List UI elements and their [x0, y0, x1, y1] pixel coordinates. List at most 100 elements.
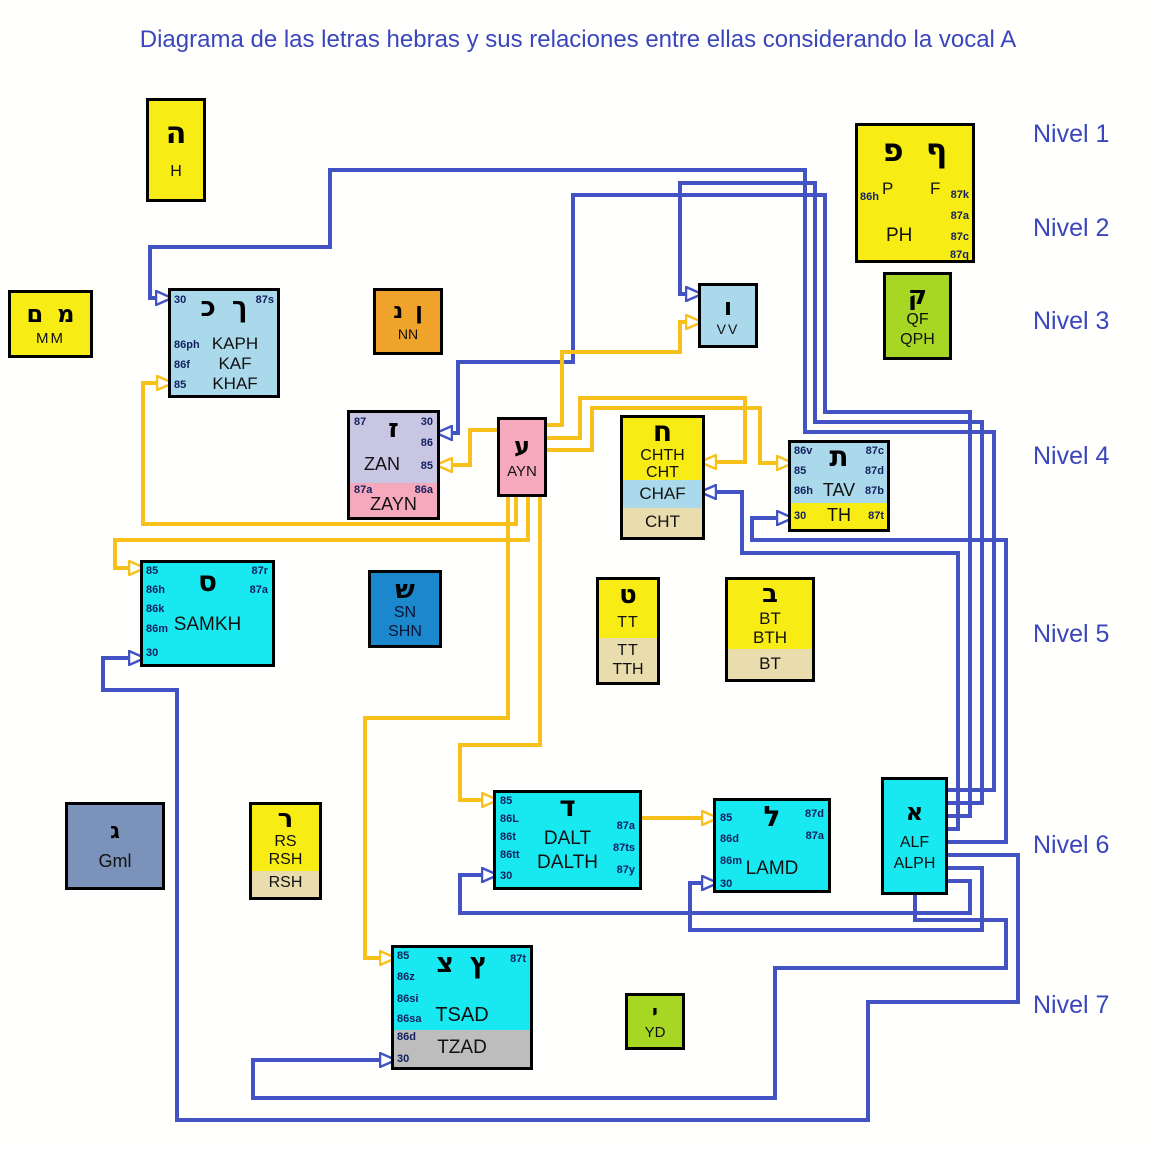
- dalt-tag-85: 85: [500, 795, 513, 807]
- blue-connector-chaf: [712, 492, 960, 831]
- box-nn: נ ן NN: [373, 288, 443, 355]
- level-label-1: Nivel 1: [1033, 120, 1110, 148]
- zan-tag-86: 86: [420, 437, 433, 449]
- hebrew-letter-pe-final: ף: [925, 131, 948, 169]
- samkh-tag-87r: 87r: [251, 565, 268, 577]
- box-nn-label: NN: [397, 326, 419, 342]
- box-tt: ט TT TT TTH: [596, 577, 660, 685]
- tsad-tag-86sa: 86sa: [397, 1013, 422, 1025]
- hebrew-letter-kaf: כ: [200, 292, 216, 323]
- box-bt: ב BT BTH BT: [725, 577, 815, 682]
- yellow-connector-samkh: [113, 497, 530, 568]
- bth-label: BTH: [753, 628, 787, 647]
- ph-p-label: P: [882, 179, 894, 198]
- box-h-label: H: [170, 163, 182, 180]
- kaph-tag-85: 85: [174, 379, 187, 391]
- cht-label: CHT: [646, 464, 679, 481]
- yellow-connector-zan: [448, 428, 497, 465]
- box-yd-label: YD: [644, 1024, 666, 1041]
- blue-connector-dalt: [458, 875, 972, 915]
- tt2-label: TT: [617, 642, 639, 659]
- zan-tag-30: 30: [420, 416, 433, 428]
- chaf-label: CHAF: [639, 484, 686, 503]
- box-samkh: 85 86h 86k 86m 30 87r 87a ס SAMKH: [140, 560, 275, 667]
- qf-label: QF: [906, 311, 929, 328]
- ph-tag-87c: 87c: [950, 231, 969, 243]
- yellow-connector-khaf: [141, 383, 518, 526]
- kaph-tag-87s: 87s: [255, 294, 274, 306]
- alf-label: ALF: [899, 833, 930, 851]
- hebrew-letter-qof: ק: [907, 281, 928, 311]
- bt2-label: BT: [759, 654, 781, 673]
- box-vv: ו VV: [698, 283, 758, 348]
- box-mm-label: MM: [36, 329, 65, 347]
- tav-tag-87c: 87c: [865, 445, 884, 457]
- lamd-label: LAMD: [745, 858, 799, 879]
- lamd-tag-30: 30: [720, 878, 733, 890]
- zayn-tag-87a: 87a: [354, 484, 373, 496]
- rsh2-label: RSH: [268, 874, 303, 891]
- box-ph-label: PH: [886, 225, 913, 246]
- zan-tag-85: 85: [420, 460, 433, 472]
- bt-label: BT: [759, 609, 781, 628]
- yellow-connector-tav: [547, 406, 781, 463]
- tzad-tag-30: 30: [397, 1053, 410, 1065]
- hebrew-letter-dalet: ד: [559, 790, 576, 823]
- rs-label: RS: [274, 833, 297, 850]
- box-alf: א ALF ALPH: [881, 777, 948, 895]
- tsad-tag-86si: 86si: [397, 993, 419, 1005]
- box-gml-label: Gml: [98, 850, 132, 871]
- zayn-tag-86a: 86a: [414, 484, 433, 496]
- zan-tag-87: 87: [354, 416, 367, 428]
- alph-label: ALPH: [893, 854, 936, 872]
- yellow-connector-chth: [547, 396, 747, 462]
- dalt-tag-87a: 87a: [616, 820, 635, 832]
- box-ayn-label: AYN: [507, 463, 537, 480]
- dalt-tag-87y: 87y: [616, 864, 635, 876]
- hebrew-letter-tsadi: צ: [436, 948, 454, 979]
- yellow-connector-tsad: [363, 497, 510, 958]
- dalt-tag-30: 30: [500, 870, 513, 882]
- hebrew-letter-nun: נ: [393, 299, 404, 324]
- blue-connector-vv: [678, 181, 984, 805]
- hebrew-letter-gimel: ג: [110, 818, 120, 844]
- samkh-tag-86h: 86h: [146, 584, 165, 596]
- zayn-label: ZAYN: [370, 494, 417, 514]
- dalt-label: DALT: [543, 828, 592, 849]
- box-yd: י YD: [625, 993, 685, 1050]
- samkh-tag-85: 85: [146, 565, 159, 577]
- level-label-6: Nivel 6: [1033, 831, 1110, 859]
- th-tag-30: 30: [794, 510, 807, 522]
- samkh-tag-86k: 86k: [146, 603, 165, 615]
- kaph-label: KAPH: [211, 334, 259, 353]
- yellow-connector-vv: [547, 322, 690, 427]
- box-gml: ג Gml: [65, 802, 165, 890]
- hebrew-letter-tet: ט: [619, 580, 637, 610]
- tav-tag-86h: 86h: [794, 485, 813, 497]
- tt-label: TT: [617, 614, 639, 631]
- hebrew-letter-mem-final: ם: [26, 299, 44, 328]
- tav-tag-86v: 86v: [794, 445, 813, 457]
- sn-label: SN: [393, 604, 417, 621]
- ph-tag-87a: 87a: [950, 210, 969, 222]
- ph-f-label: F: [930, 179, 941, 198]
- qph-label: QPH: [900, 331, 935, 348]
- box-zan: 87 30 86 85 ז ZAN 87a 86a ZAYN: [347, 410, 440, 520]
- box-kaph: 30 87s כ ך 86ph KAPH 86f KAF 85 KHAF: [168, 288, 280, 398]
- dalt-tag-86L: 86L: [500, 813, 519, 825]
- samkh-tag-87a: 87a: [249, 584, 268, 596]
- box-sn: ש SN SHN: [368, 570, 442, 648]
- hebrew-letter-ayin: ע: [514, 432, 530, 460]
- box-tsad: 85 86z 86si 86sa 87t צ ץ TSAD 86d TZAD 3…: [391, 945, 533, 1070]
- box-dalt: 85 86L 86t 86tt 30 87a 87ts 87y ד DALT D…: [493, 790, 642, 890]
- dalt-tag-87ts: 87ts: [612, 842, 635, 854]
- hebrew-letter-tsadi-final: ץ: [469, 948, 488, 979]
- box-ph: פ ף P F 86h 87k 87a 87c 87q PH: [855, 123, 975, 263]
- tsad-tag-86z: 86z: [397, 971, 415, 983]
- dalth-label: DALTH: [537, 852, 598, 873]
- blue-connector-lamd: [688, 866, 984, 932]
- tzad-tag-86d: 86d: [397, 1031, 416, 1043]
- tav-label: TAV: [822, 480, 856, 500]
- tsad-tag-85: 85: [397, 950, 410, 962]
